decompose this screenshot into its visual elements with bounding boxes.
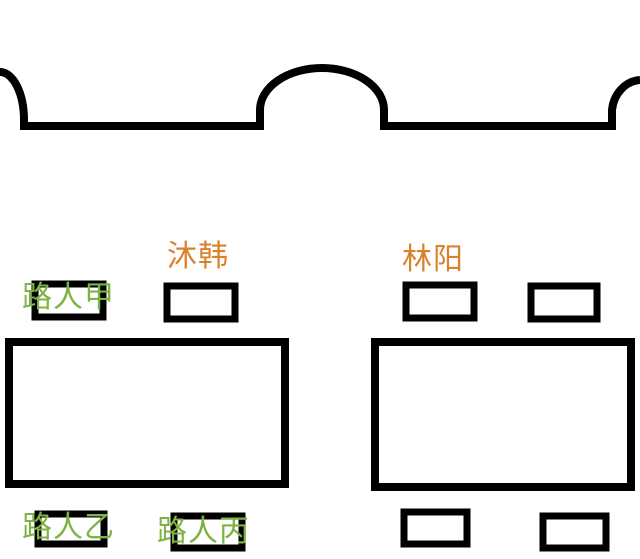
label-passerby-b: 路人乙 [22,510,115,545]
seat-left-top-1 [31,280,107,321]
seat-right-top-1 [402,281,478,322]
seat-right-bottom-2 [539,512,610,552]
seat-right-bottom-1 [400,508,471,548]
label-muhan: 沐韩 [167,239,229,274]
seat-left-bottom-1 [34,510,108,548]
seat-left-top-2 [163,282,239,323]
table-left [5,338,289,488]
wall-outline [0,64,640,130]
label-linyang: 林阳 [402,242,464,277]
label-passerby-a: 路人甲 [22,280,115,315]
label-passerby-c: 路人丙 [157,514,250,549]
seat-left-bottom-2 [170,512,246,552]
seat-right-top-2 [527,282,601,323]
table-right [371,338,635,491]
